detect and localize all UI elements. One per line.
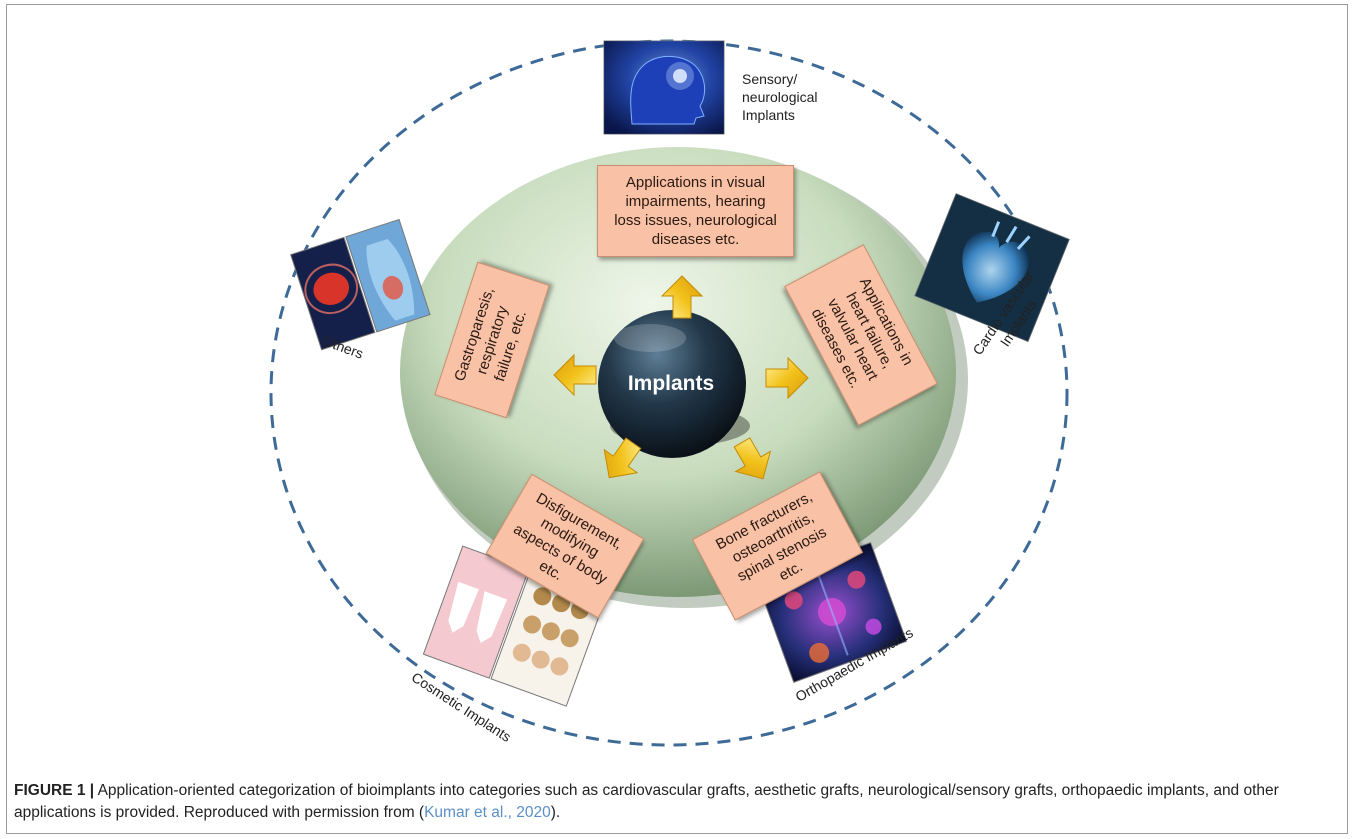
label-sensory-line: Implants <box>742 107 795 123</box>
label-sensory-line: Sensory/ <box>742 71 798 87</box>
box-sensory-applications: Applications in visual impairments, hear… <box>597 165 794 257</box>
label-sensory-implants: Sensory/ neurological Implants <box>742 70 818 124</box>
label-sensory-line: neurological <box>742 89 818 105</box>
others-body-image <box>290 218 431 351</box>
figure-frame <box>6 4 1348 834</box>
caption-text: Application-oriented categorization of b… <box>14 782 1279 821</box>
center-sphere-highlight <box>614 324 686 352</box>
center-sphere <box>598 310 746 458</box>
arrow-down-left <box>603 437 642 479</box>
caption-reference-link[interactable]: Kumar et al., 2020 <box>424 804 551 821</box>
box-sensory-line: Applications in visual <box>625 174 766 191</box>
center-implants-label: Implants <box>627 372 715 395</box>
box-sensory-line: loss issues, neurological <box>614 212 777 229</box>
sensory-head-image <box>603 40 725 135</box>
arrow-right <box>765 356 809 400</box>
figure-caption: FIGURE 1 | Application-oriented categori… <box>14 780 1339 824</box>
caption-label: FIGURE 1 | <box>14 782 95 799</box>
cardio-heart-image <box>914 193 1070 343</box>
box-sensory-line: diseases etc. <box>651 231 740 248</box>
box-sensory-line: impairments, hearing <box>625 193 766 210</box>
arrow-up <box>660 275 704 319</box>
arrow-left <box>553 353 597 397</box>
caption-end: ). <box>550 804 561 821</box>
arrow-down-right <box>733 437 772 480</box>
